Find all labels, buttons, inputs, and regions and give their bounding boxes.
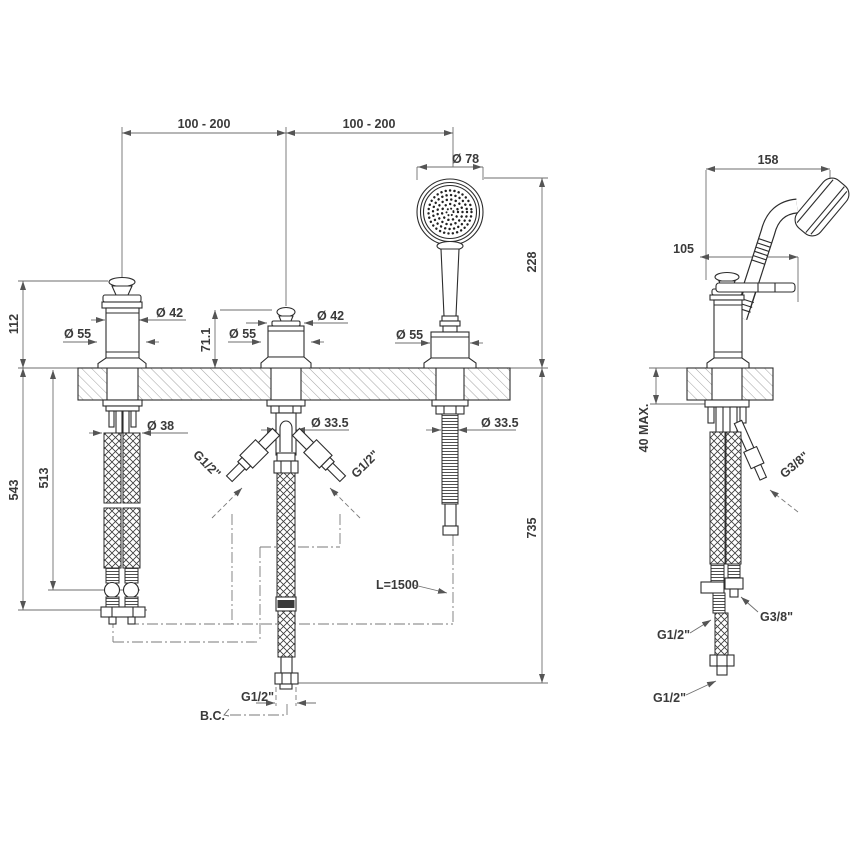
dim-deck-max: 40 MAX. (637, 404, 651, 453)
handle-grip-ribs (751, 238, 773, 265)
dim-span-right: 100 - 200 (343, 117, 396, 131)
thread-hose-end: G1/2" (653, 691, 686, 705)
hose-length-label: L=1500 (376, 578, 419, 592)
dim-span-left: 100 - 200 (178, 117, 231, 131)
handshower-column-unit (416, 178, 484, 536)
dim-center-base-dia: Ø 55 (229, 327, 256, 341)
thread-supply-end: G3/8" (760, 610, 793, 624)
thread-hose-mid: G1/2" (657, 628, 690, 642)
side-view: 158 105 40 MAX. (637, 153, 850, 705)
dim-column-hose-dia: Ø 33.5 (481, 416, 519, 430)
dim-center-hose-dia: Ø 33.5 (311, 416, 349, 430)
dim-below-total: 543 (7, 480, 21, 501)
thread-inlet-left: G1/2" (190, 448, 223, 481)
left-handle-unit (97, 276, 147, 625)
front-view (77, 178, 511, 690)
side-view-dimensions: 158 105 40 MAX. (637, 153, 831, 453)
dim-left-hose-dia: Ø 38 (147, 419, 174, 433)
dim-side-depth: 158 (758, 153, 779, 167)
bc-note: B.C. (200, 709, 225, 723)
thread-inlet-right: G1/2" (349, 447, 382, 480)
side-valve-unit (700, 271, 796, 676)
handset-head-side (794, 177, 850, 237)
handset-holder-bracket (715, 282, 796, 293)
center-valve-unit (225, 306, 347, 690)
thread-supply-angled: G3/8" (777, 449, 811, 481)
dim-head-diameter: Ø 78 (452, 152, 479, 166)
dim-left-handle-top-dia: Ø 42 (156, 306, 183, 320)
thread-outlet: G1/2" (241, 690, 274, 704)
dim-side-offset: 105 (673, 242, 694, 256)
dim-center-top-dia: Ø 42 (317, 309, 344, 323)
front-view-dimensions: 100 - 200 100 - 200 Ø 78 228 735 112 543… (7, 117, 548, 723)
spray-nozzles (427, 189, 473, 235)
dim-head-height: 228 (525, 252, 539, 273)
dim-below-hose: 513 (37, 468, 51, 489)
dim-left-handle-base-dia: Ø 55 (64, 327, 91, 341)
dim-handle-height: 112 (7, 314, 21, 334)
dim-column-base-dia: Ø 55 (396, 328, 423, 342)
dim-total-drop: 735 (525, 518, 539, 539)
dim-center-height: 71.1 (199, 328, 213, 352)
